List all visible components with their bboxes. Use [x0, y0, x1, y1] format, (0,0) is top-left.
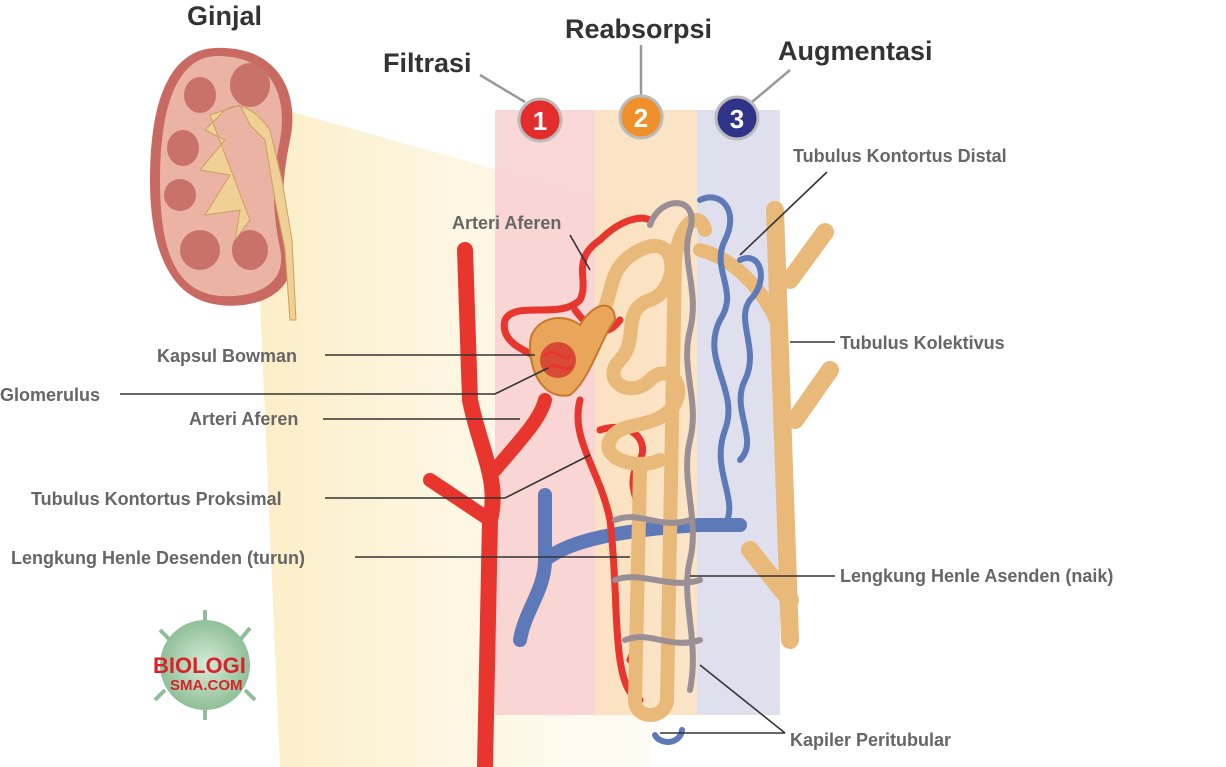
label-henle-asenden: Lengkung Henle Asenden (naik): [840, 566, 1113, 586]
stage-2-title: Reabsorpsi: [565, 14, 712, 44]
stage-1-badge: 1: [517, 97, 563, 143]
kidney-title: Ginjal: [187, 1, 262, 31]
svg-text:1: 1: [533, 106, 547, 136]
label-tubulus-distal: Tubulus Kontortus Distal: [793, 146, 1007, 166]
label-tubulus-kolektivus: Tubulus Kolektivus: [840, 333, 1005, 353]
stage-3-badge: 3: [714, 95, 760, 141]
stage-2-badge: 2: [618, 94, 664, 140]
nephron-illustration: [423, 194, 839, 767]
svg-text:2: 2: [634, 103, 648, 133]
biologi-sma-logo: BIOLOGI SMA.COM: [153, 610, 257, 720]
label-glomerulus: Glomerulus: [0, 385, 100, 405]
reabsorption-band: [595, 110, 697, 715]
label-arteri-aferen: Arteri Aferen: [189, 409, 298, 429]
stage-1-leader: [479, 73, 526, 104]
augmentation-band: [697, 110, 780, 715]
stage-3-leader: [751, 69, 791, 103]
kidney-illustration: [150, 47, 297, 321]
label-tubulus-proksimal: Tubulus Kontortus Proksimal: [31, 489, 282, 509]
label-henle-desenden: Lengkung Henle Desenden (turun): [11, 548, 305, 568]
svg-text:SMA.COM: SMA.COM: [170, 677, 243, 694]
label-kapsul-bowman: Kapsul Bowman: [157, 346, 297, 366]
stage-3-title: Augmentasi: [778, 36, 933, 66]
label-arteri-aferen-top: Arteri Aferen: [452, 213, 561, 233]
label-kapiler-peritubular: Kapiler Peritubular: [790, 730, 951, 750]
svg-text:BIOLOGI: BIOLOGI: [153, 653, 246, 678]
label-leaders: [120, 171, 835, 734]
svg-text:3: 3: [730, 104, 744, 134]
stage-1-title: Filtrasi: [383, 48, 472, 78]
